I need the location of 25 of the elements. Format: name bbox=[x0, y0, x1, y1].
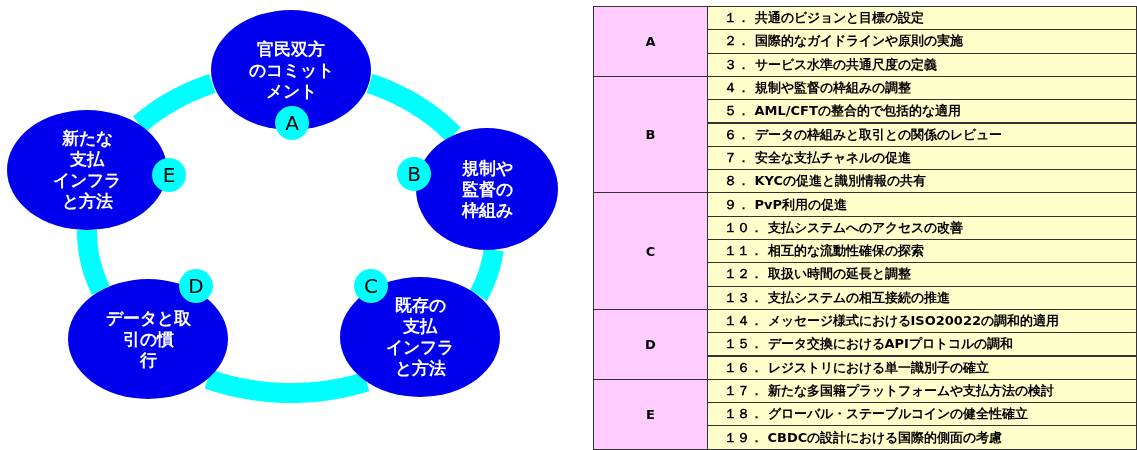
measure-cell: ３． サービス水準の共通尺度の定義 bbox=[707, 52, 1137, 77]
measure-cell: １０． 支払システムへのアクセスの改善 bbox=[707, 215, 1137, 240]
measure-cell: １． 共通のビジョンと目標の設定 bbox=[707, 6, 1137, 31]
letter-badge: B bbox=[397, 157, 431, 191]
measure-cell: １５． データ交換におけるAPIプロトコルの調和 bbox=[707, 332, 1137, 357]
measure-cell: ８． KYCの促進と識別情報の共有 bbox=[707, 169, 1137, 194]
letter-badge: A bbox=[275, 106, 309, 140]
letter-badge: D bbox=[179, 269, 213, 303]
measure-cell: ２． 国際的なガイドラインや原則の実施 bbox=[707, 29, 1137, 54]
category-cell: D bbox=[593, 308, 708, 380]
measure-cell: １２． 取扱い時間の延長と調整 bbox=[707, 262, 1137, 287]
category-cell: E bbox=[593, 378, 708, 450]
category-cell: A bbox=[593, 6, 708, 77]
measure-cell: １１． 相互的な流動性確保の探索 bbox=[707, 239, 1137, 264]
measure-cell: ９． PvP利用の促進 bbox=[707, 192, 1137, 217]
category-cell: B bbox=[593, 75, 708, 194]
measure-cell: １８． グローバル・ステーブルコインの健全性確立 bbox=[707, 402, 1137, 427]
measure-cell: １６． レジストリにおける単一識別子の確立 bbox=[707, 355, 1137, 380]
letter-badge: E bbox=[152, 158, 186, 192]
measure-cell: １３． 支払システムの相互接続の推進 bbox=[707, 285, 1137, 310]
measure-cell: ６． データの枠組みと取引との関係のレビュー bbox=[707, 122, 1137, 147]
measure-cell: ５． AML/CFTの整合的で包括的な適用 bbox=[707, 99, 1137, 124]
category-cell: C bbox=[593, 192, 708, 310]
letter-badge: C bbox=[354, 269, 388, 303]
measure-cell: １９． CBDCの設計における国際的側面の考慮 bbox=[707, 425, 1137, 450]
